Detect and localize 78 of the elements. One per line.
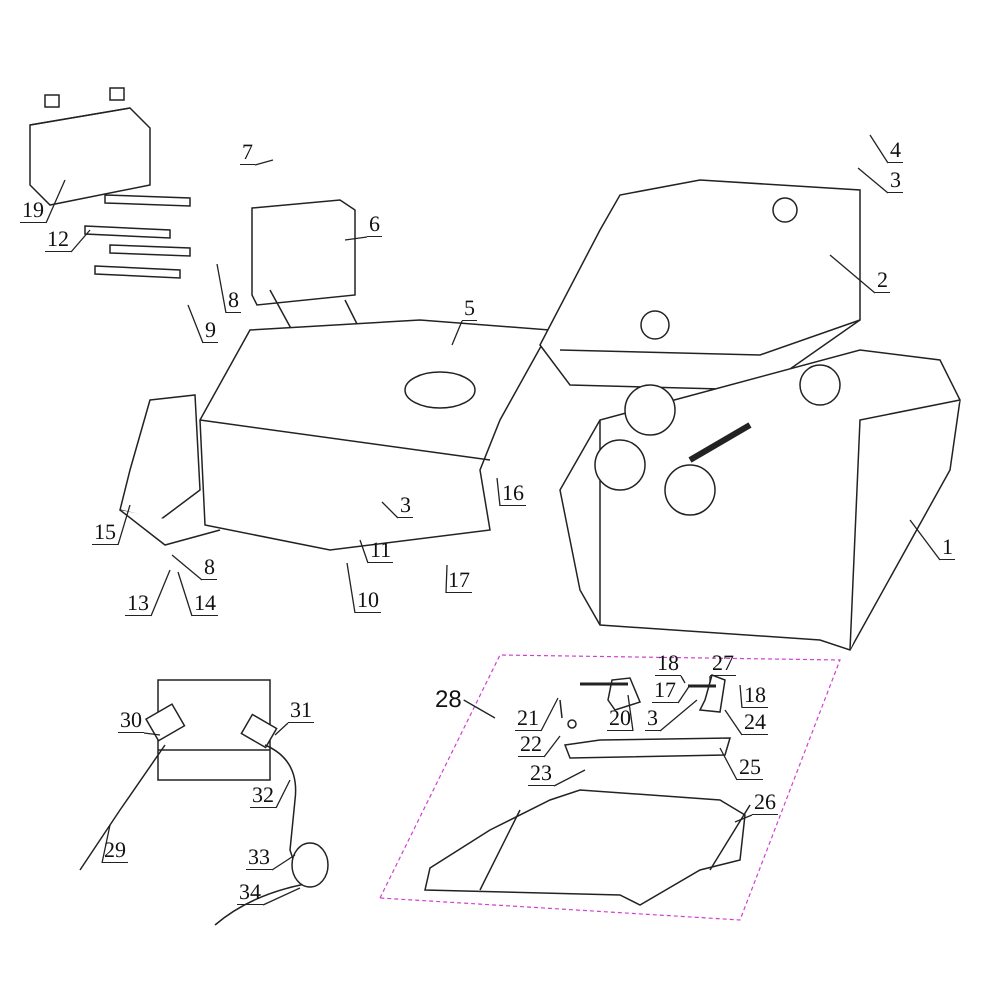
leader-line: [359, 540, 369, 564]
leader-line: [117, 504, 131, 546]
leader-line: [543, 736, 561, 758]
callout-number: 9: [203, 318, 218, 343]
leader-line: [344, 236, 368, 241]
leader-line: [719, 748, 738, 780]
leader-line: [272, 854, 296, 871]
callout-number: 30: [118, 708, 144, 733]
callout-number: 12: [45, 227, 71, 252]
callout-number: 7: [240, 140, 255, 165]
leader-line: [346, 562, 356, 614]
callout-number: 28: [433, 688, 464, 712]
leader-line: [187, 304, 204, 344]
leader-line: [254, 159, 274, 166]
leader-line: [554, 769, 586, 787]
callout-number: 19: [20, 198, 46, 223]
callout-number: 22: [518, 732, 544, 757]
callout-number: 23: [528, 761, 554, 786]
leader-line: [858, 168, 888, 194]
leader-line: [680, 676, 686, 684]
callout-number: 5: [462, 296, 477, 321]
callout-number: 11: [368, 538, 394, 563]
leader-line: [540, 698, 559, 732]
callout-number: 29: [102, 838, 128, 863]
leader-line: [275, 780, 291, 808]
callout-number: 4: [888, 138, 903, 163]
callout-number: 26: [752, 790, 778, 815]
leader-line: [463, 699, 496, 719]
leader-line: [382, 502, 398, 518]
callout-number: 34: [237, 880, 263, 905]
callout-number: 17: [652, 678, 678, 703]
callout-number: 18: [742, 683, 768, 708]
callout-number: 3: [398, 493, 413, 518]
leader-line: [709, 676, 711, 683]
leader-line: [101, 824, 111, 864]
callout-number: 27: [710, 651, 736, 676]
leader-line: [627, 694, 634, 732]
leader-line: [496, 478, 501, 506]
callout-number: 32: [250, 783, 276, 808]
callout-number: 3: [645, 706, 660, 731]
callout-number: 17: [446, 568, 472, 593]
callout-number: 31: [288, 698, 314, 723]
leader-line: [150, 570, 171, 616]
leader-line: [909, 520, 941, 560]
callout-number: 14: [192, 591, 218, 616]
callout-number: 3: [888, 168, 903, 193]
leader-line: [739, 684, 743, 708]
callout-number: 6: [367, 212, 382, 237]
leader-line: [45, 180, 66, 224]
callout-number: 20: [607, 706, 633, 731]
leader-line: [660, 700, 698, 732]
leader-line: [677, 684, 691, 704]
leader-line: [177, 572, 193, 616]
leader-line: [70, 230, 90, 252]
callout-number: 8: [202, 555, 217, 580]
leader-line: [734, 814, 752, 823]
leader-line: [830, 254, 876, 294]
callout-number: 10: [355, 588, 381, 613]
leader-line: [445, 564, 448, 594]
leader-line: [144, 732, 160, 736]
callout-number: 24: [742, 710, 768, 735]
callout-number: 13: [125, 591, 151, 616]
leader-line: [172, 554, 202, 580]
leader-line: [274, 722, 288, 736]
leader-line: [216, 264, 227, 314]
leader-line: [262, 887, 300, 906]
leader-line: [451, 320, 463, 346]
callout-number: 33: [246, 845, 272, 870]
callout-number: 15: [92, 520, 118, 545]
leader-line: [724, 710, 743, 736]
leader-line: [869, 134, 889, 164]
callout-number: 21: [515, 706, 541, 731]
callout-number: 8: [226, 288, 241, 313]
callout-number: 1: [940, 535, 955, 560]
callout-number: 2: [875, 268, 890, 293]
callout-number: 18: [655, 651, 681, 676]
callout-number: 25: [737, 755, 763, 780]
callout-number: 16: [500, 481, 526, 506]
